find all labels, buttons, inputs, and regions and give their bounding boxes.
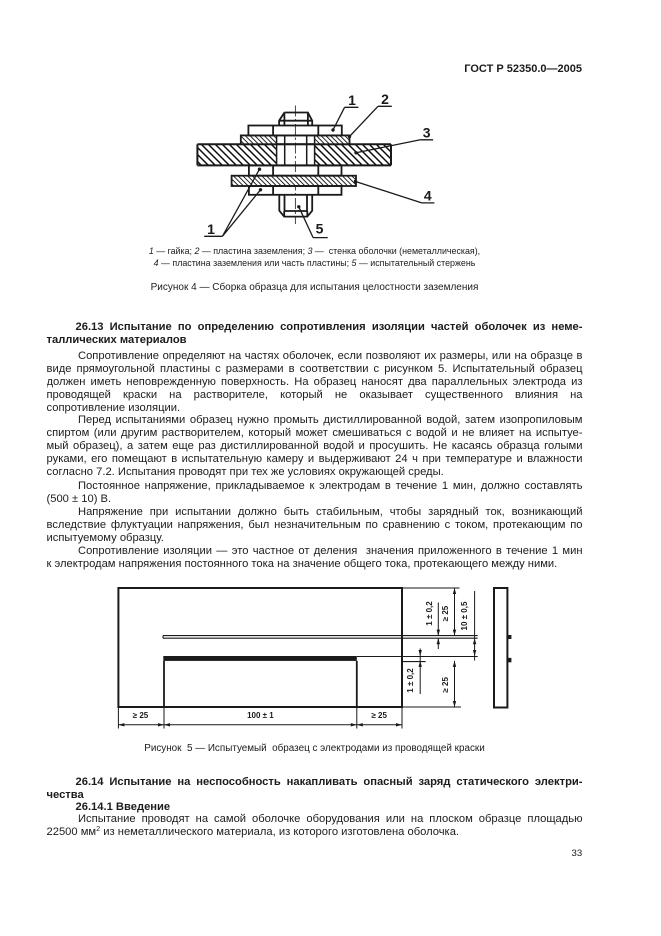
svg-text:≥ 25: ≥ 25 xyxy=(441,605,450,621)
svg-text:100 ± 1: 100 ± 1 xyxy=(247,711,274,720)
svg-text:2: 2 xyxy=(381,91,389,107)
svg-text:1: 1 xyxy=(348,92,356,108)
svg-text:10 ± 0,5: 10 ± 0,5 xyxy=(460,601,469,630)
svg-text:≥ 25: ≥ 25 xyxy=(371,711,387,720)
svg-text:≥ 25: ≥ 25 xyxy=(441,676,450,692)
svg-text:5: 5 xyxy=(316,221,324,237)
svg-text:3: 3 xyxy=(423,125,431,141)
svg-text:1 ± 0,2: 1 ± 0,2 xyxy=(406,668,415,693)
svg-text:≥ 25: ≥ 25 xyxy=(133,711,149,720)
svg-text:4: 4 xyxy=(424,188,432,204)
svg-text:1: 1 xyxy=(207,221,215,237)
svg-text:1 ± 0,2: 1 ± 0,2 xyxy=(425,601,434,626)
